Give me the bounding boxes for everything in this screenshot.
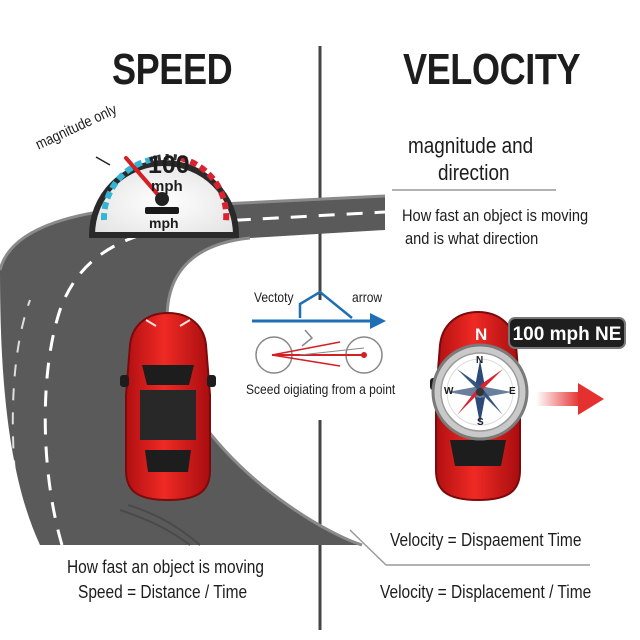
formula-rule-left	[349, 529, 387, 566]
vector-caption: Sceed oigiating from a point	[246, 381, 396, 397]
speedometer	[88, 153, 240, 238]
compass-n: N	[476, 355, 484, 366]
left-car	[120, 311, 216, 502]
gauge-value: 100	[148, 151, 190, 179]
direction-arrow	[536, 383, 604, 415]
heading-line1: magnitude and	[408, 133, 534, 158]
gauge-label-pointer	[95, 156, 111, 166]
velocity-title: VELOCITY	[403, 45, 581, 94]
speed-footer-line1: How fast an object is moving	[67, 557, 265, 577]
compass-big-n: N	[475, 325, 488, 344]
desc-line2: and is what direction	[405, 229, 539, 248]
velocity-formula: Velocity = Displacement / Time	[380, 582, 592, 602]
compass-e: E	[509, 386, 516, 397]
vector-label: Vectoty	[254, 289, 294, 305]
speed-formula: Speed = Distance / Time	[78, 582, 248, 602]
gauge-plate: mph	[149, 215, 179, 231]
heading-line2: direction	[438, 160, 510, 185]
gauge-unit: mph	[151, 178, 183, 195]
speed-title: SPEED	[112, 45, 233, 94]
compass-w: W	[444, 386, 454, 397]
velocity-badge: 100 mph NE	[508, 317, 626, 349]
vector-illustration	[252, 290, 386, 374]
desc-line1: How fast an object is moving	[402, 206, 589, 225]
velocity-formula-misspelled: Velocity = Dispaement Time	[390, 530, 582, 550]
compass-s: S	[477, 417, 484, 428]
arrow-label: arrow	[352, 289, 383, 305]
compass	[431, 343, 529, 441]
